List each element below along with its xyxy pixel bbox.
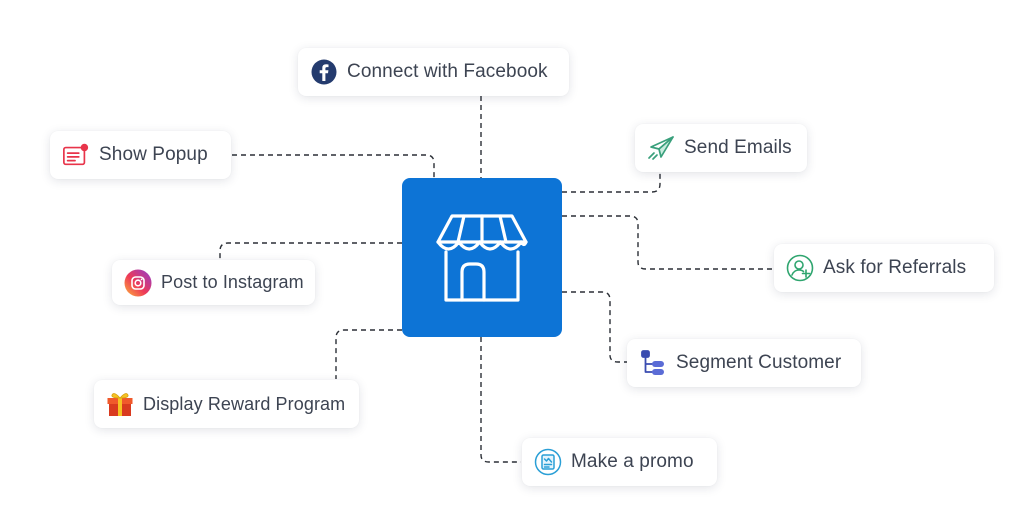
instagram-icon (124, 269, 152, 297)
store-hub[interactable] (402, 178, 562, 337)
connector-reward (335, 329, 402, 379)
node-display-reward[interactable]: Display Reward Program (94, 380, 359, 428)
node-post-instagram[interactable]: Post to Instagram (112, 260, 315, 305)
node-ask-referrals[interactable]: Ask for Referrals (774, 244, 994, 292)
promo-icon (534, 448, 562, 476)
node-show-popup[interactable]: Show Popup (50, 131, 231, 179)
node-label: Post to Instagram (161, 272, 304, 292)
facebook-icon (310, 58, 338, 86)
node-label: Ask for Referrals (823, 257, 967, 278)
gift-icon (106, 390, 134, 418)
node-label: Segment Customer (676, 352, 842, 373)
paper-plane-icon (647, 134, 675, 162)
node-label: Make a promo (571, 451, 694, 472)
store-icon (436, 213, 528, 302)
node-make-promo[interactable]: Make a promo (522, 438, 717, 486)
segment-icon (639, 349, 667, 377)
node-connect-facebook[interactable]: Connect with Facebook (298, 48, 569, 96)
popup-icon (62, 141, 90, 169)
node-label: Send Emails (684, 137, 792, 158)
connector-referrals (562, 215, 773, 270)
node-send-emails[interactable]: Send Emails (635, 124, 807, 172)
connector-popup (232, 154, 435, 178)
node-label: Connect with Facebook (347, 61, 548, 82)
connector-promo (480, 337, 521, 463)
node-segment-customer[interactable]: Segment Customer (627, 339, 861, 387)
connector-segment (562, 291, 628, 363)
node-label: Show Popup (99, 144, 208, 165)
node-label: Display Reward Program (143, 393, 346, 414)
referral-icon (786, 254, 814, 282)
connector-emails (562, 172, 661, 193)
